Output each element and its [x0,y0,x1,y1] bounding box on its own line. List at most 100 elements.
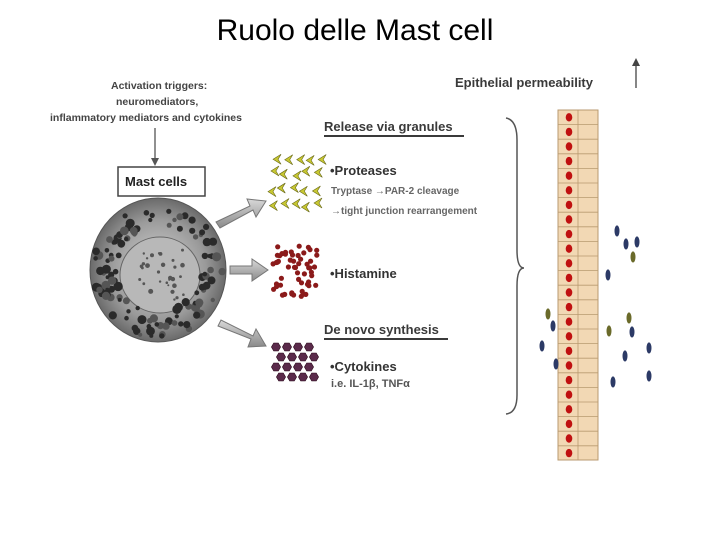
nucleus-speck [173,298,176,301]
cell-granule [210,297,215,303]
permeating-molecule [610,376,616,388]
cell-granule [149,212,155,218]
nucleus-speck [173,265,177,269]
histamine-molecule [271,286,277,292]
cell-nucleus [565,288,573,297]
histamine-molecule [305,244,311,250]
cytokine-cluster [271,342,319,382]
nucleus-speck [148,288,154,294]
cell-nucleus [565,113,573,122]
permeating-molecule [629,326,635,338]
nucleus-speck [182,293,185,297]
histamine-molecule [304,281,311,287]
protease-molecule [270,165,280,177]
histamine-molecule [289,252,296,258]
protease-molecule [284,154,293,166]
nucleus-speck [175,296,179,300]
cytokine-molecule [309,352,319,362]
arrow-to-histamine [229,258,269,282]
protease-molecule [313,167,323,178]
nucleus-speck [168,278,171,281]
nucleus-speck [141,262,146,266]
cell-granule [189,227,196,234]
histamine-molecule [307,265,313,271]
histamine-molecule [298,256,304,262]
permeating-molecule [623,238,629,250]
cell-granule [113,281,123,292]
cytokine-molecule [287,372,297,382]
cytokine-molecule [287,352,297,362]
cell-nucleus [565,259,573,268]
cell-granule [178,321,184,327]
nucleus-speck [181,248,184,252]
histamine-molecule [277,253,283,259]
cytokine-molecule [282,342,292,352]
cell-nucleus [565,215,573,224]
protease-molecule [317,154,327,165]
granules-heading: Release via granules [324,119,453,134]
histamine-cluster [270,243,320,299]
histamine-molecule [296,261,302,267]
protease-molecule [276,182,286,194]
cytokine-molecule [293,362,303,372]
nucleus-speck [145,263,150,268]
mast-cell-image [89,197,227,343]
histamine-molecule [291,264,298,270]
cell-granule [126,309,131,314]
histamine-molecule [313,282,319,288]
cell-nucleus [565,229,573,239]
nucleus-speck [160,262,166,267]
nucleus-speck [156,270,161,274]
histamine-molecule [295,252,301,259]
cell-granule [105,287,110,292]
histamine-molecule [303,291,309,297]
cell-granule [148,217,153,223]
cell-nucleus [565,200,573,210]
cell-granule [162,322,170,330]
histamine-molecule [314,252,320,258]
cell-granule [199,229,206,236]
cell-granule [181,298,190,307]
protease-molecule [301,166,311,177]
cell-granule [131,324,139,332]
cell-granule [207,276,216,285]
cell-nucleus [565,375,573,385]
histamine-molecule [282,291,288,297]
cell-granules [91,208,226,339]
protease-molecule [280,198,290,209]
protease-molecule [292,170,302,182]
cell-granule [138,332,143,337]
cytokine-molecule [298,352,308,362]
histamine-molecule [301,271,307,277]
nucleus-speck [171,258,175,262]
permeating-molecule [606,325,612,337]
histamine-molecule [314,247,320,253]
protease-molecule [272,154,282,165]
cytokine-molecule [309,372,319,382]
cell-granule [108,255,115,262]
cell-granule [176,213,184,221]
cell-nucleus [565,156,573,166]
tryptase-label: Tryptase →PAR-2 cleavage [331,186,460,197]
cell-granule [171,320,178,326]
cell-granule [111,240,117,245]
cell-granule [147,317,153,324]
cell-nucleus [565,171,573,180]
cell-granule [132,232,137,237]
histamine-molecule [308,269,314,275]
cell-granule [92,247,100,256]
protease-molecule [291,198,301,210]
epithelial-permeability-label: Epithelial permeability [455,75,593,90]
cell-granule [166,222,172,228]
protease-molecule [305,155,315,166]
cell-nucleus [565,346,573,356]
page-title: Ruolo delle Mast cell [216,14,494,47]
permeating-molecules [539,225,652,388]
cell-granule [135,305,140,311]
cell-nucleus [565,405,573,414]
cytokine-molecule [304,362,314,372]
cell-granule [108,271,115,278]
permeating-molecule [630,251,636,263]
nucleus-speck [180,262,185,268]
cytokine-molecule [293,342,303,352]
